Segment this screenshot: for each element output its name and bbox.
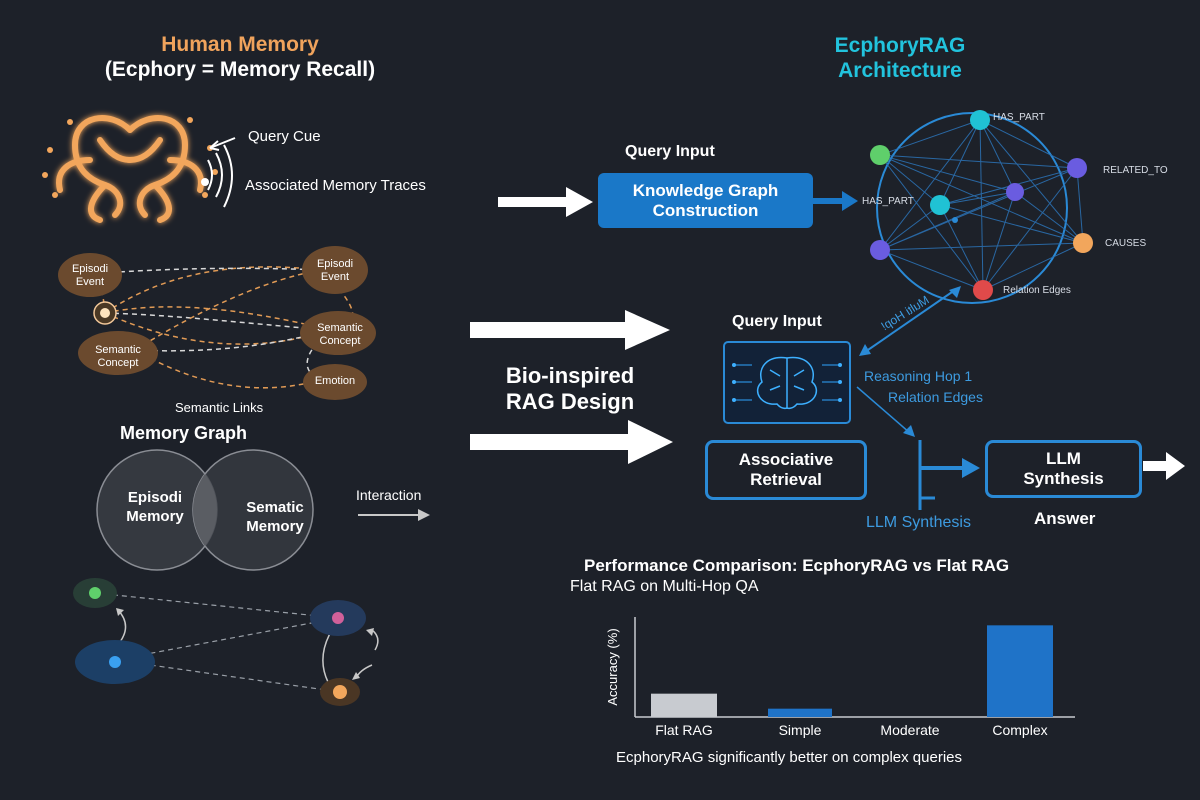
tick-label-moderate: Moderate — [880, 722, 939, 738]
graph-label-has-part-top: HAS_PART — [993, 112, 1045, 123]
graph-label-relation-edges: Relation Edges — [1003, 285, 1071, 296]
graph-label-has-part-left: HAS_PART — [862, 196, 914, 207]
brain-icon — [42, 115, 218, 223]
kg-to-graph-arrow — [812, 191, 858, 211]
answer-label: Answer — [1034, 509, 1096, 528]
interaction-arrow-icon — [358, 509, 430, 521]
query-cue-label: Query Cue — [248, 128, 321, 145]
relation-edges-label: Relation Edges — [888, 389, 983, 405]
chart-title: Performance Comparison: EcphoryRAG vs Fl… — [584, 556, 1010, 575]
bio-inspired-line2: RAG Design — [505, 389, 635, 414]
graph-label-causes: CAUSES — [1105, 238, 1147, 249]
knowledge-graph-box[interactable]: Knowledge Graph Construction — [598, 173, 813, 228]
ai-brain-chip-icon — [723, 341, 851, 424]
associative-retrieval-box[interactable]: Associative Retrieval — [705, 440, 867, 500]
multi-hop-arrow — [859, 286, 961, 356]
merge-bracket-arrow — [918, 440, 980, 510]
node-episodic-event-2: Episodi Event — [316, 258, 354, 283]
arrow-to-query — [470, 310, 670, 350]
signal-waves-icon — [207, 144, 233, 208]
node-episodic-event-1: Episodi Event — [71, 263, 109, 288]
y-axis-label: Accuracy (%) — [605, 628, 620, 705]
arrow-to-retrieval — [470, 420, 673, 464]
node-semantic-concept-2: Semantic Concept — [95, 344, 141, 369]
answer-arrow — [1143, 452, 1185, 480]
memory-network — [58, 246, 376, 400]
llm-synthesis-box[interactable]: LLM Synthesis — [985, 440, 1142, 498]
arrow-to-kg — [498, 187, 593, 217]
cue-arrow-icon — [209, 137, 236, 151]
node-semantic-concept-1: Semantic Concept — [317, 322, 363, 347]
venn-semantic-label: Sematic Memory — [246, 499, 304, 535]
ecphoryrag-title: EcphoryRAG — [834, 34, 966, 57]
chart-caption: EcphoryRAG significantly better on compl… — [616, 749, 962, 766]
query-input-top-label: Query Input — [625, 143, 715, 160]
venn-episodic-label: Episodi Memory — [126, 489, 184, 525]
tick-label-flat-rag: Flat RAG — [655, 722, 713, 738]
human-memory-title: Human Memory — [161, 33, 319, 56]
chart-subtitle: Flat RAG on Multi-Hop QA — [570, 578, 759, 595]
associated-traces-label: Associated Memory Traces — [245, 177, 426, 194]
reasoning-hop-label: Reasoning Hop 1 — [864, 368, 973, 384]
semantic-links-label: Semantic Links — [175, 400, 264, 415]
knowledge-graph-network — [870, 110, 1093, 304]
bar-simple — [768, 708, 832, 717]
llm-synthesis-label: LLM Synthesis — [866, 514, 971, 531]
bio-inspired-line1: Bio-inspired — [505, 363, 635, 388]
tick-label-complex: Complex — [992, 722, 1047, 738]
memory-graph-label: Memory Graph — [120, 423, 248, 443]
tick-label-simple: Simple — [779, 722, 822, 738]
memory-venn-diagram — [96, 449, 314, 571]
graph-label-related-to: RELATED_TO — [1103, 165, 1168, 176]
interaction-label: Interaction — [356, 487, 422, 503]
query-input-mid-label: Query Input — [732, 313, 822, 330]
bar-flat-rag — [651, 693, 717, 717]
relation-edges-arrow — [856, 386, 915, 437]
architecture-title: Architecture — [838, 59, 962, 82]
performance-bar-chart: Accuracy (%) Flat RAG Simple Moderate Comple… — [605, 617, 1075, 738]
ecphory-subtitle: (Ecphory = Memory Recall) — [104, 58, 376, 81]
bar-complex — [987, 625, 1053, 717]
node-emotion: Emotion — [314, 375, 356, 387]
bottom-memory-graph — [73, 578, 379, 706]
